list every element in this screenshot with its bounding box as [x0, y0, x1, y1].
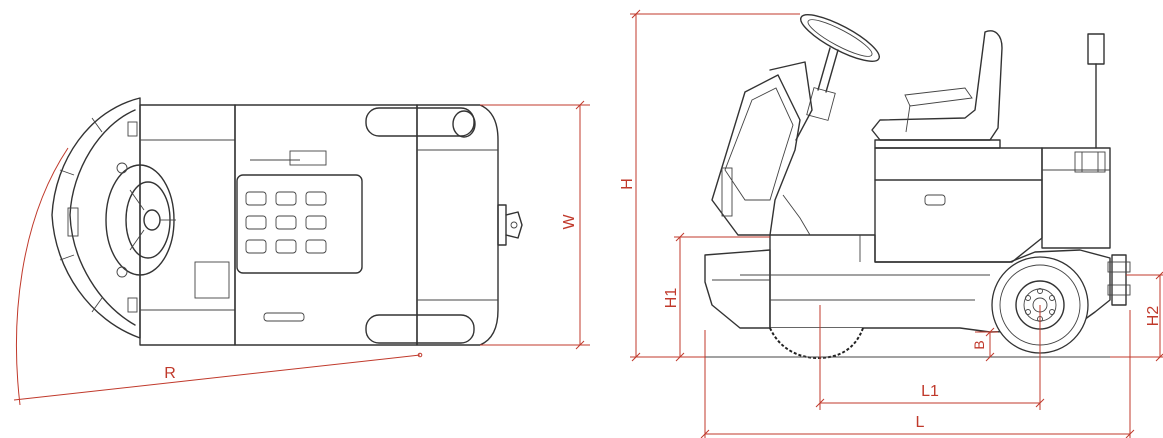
dimension-label-l: L [916, 414, 925, 431]
top-view: W R [13, 97, 590, 406]
side-view: H H1 H2 B L1 L [619, 9, 1163, 438]
dimension-label-h: H [619, 178, 636, 190]
dimension-label-h2: H2 [1145, 306, 1162, 327]
dimension-label-h1: H1 [663, 288, 680, 309]
dimension-label-r: R [164, 365, 176, 382]
dimension-label-w: W [561, 214, 578, 230]
dimension-label-b: B [971, 340, 987, 349]
dimension-label-l1: L1 [921, 383, 939, 400]
